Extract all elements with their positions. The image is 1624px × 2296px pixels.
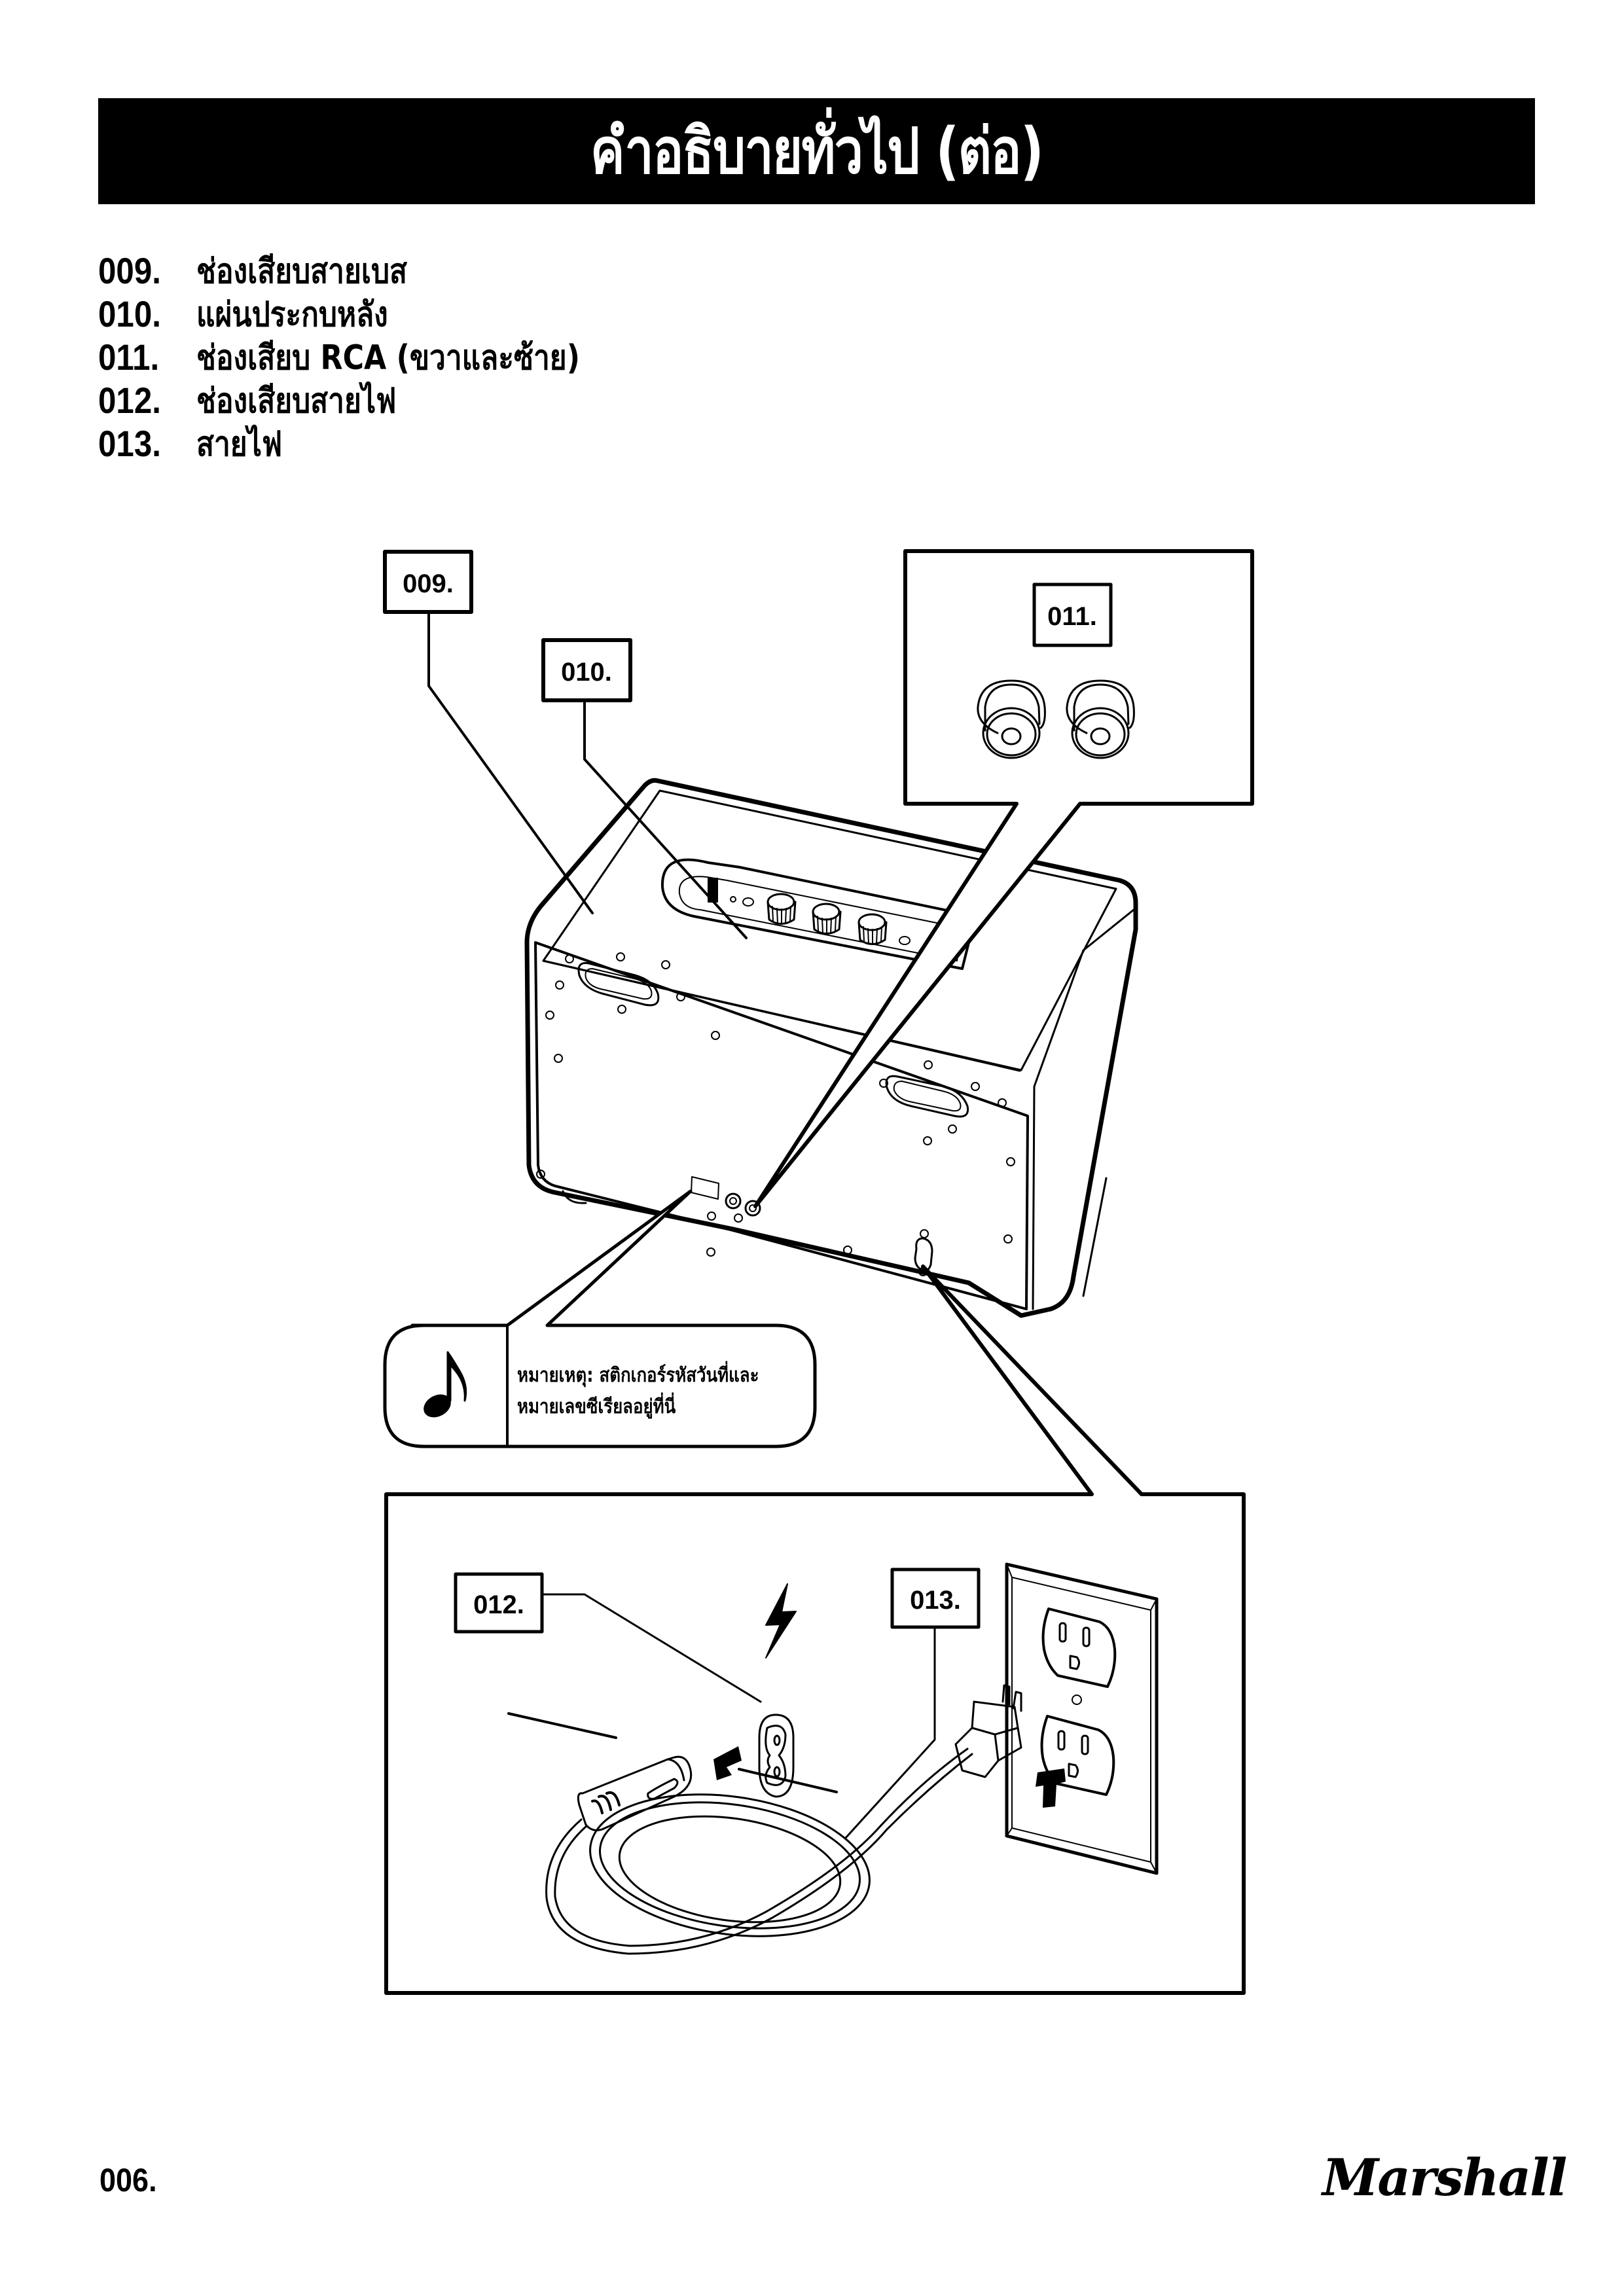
list-item: 012. ช่องเสียบสายไฟ [98,378,647,422]
item-label: ช่องเสียบสายเบส [196,251,408,291]
power-inlet-icon [758,1713,795,1798]
component-list: 009. ช่องเสียบสายเบส 010. แผ่นประกบหลัง … [98,249,647,465]
power-cord [545,1748,973,1955]
item-label: ช่องเสียบ RCA (ขวาและซ้าย) [196,338,580,378]
serial-sticker [691,1176,719,1200]
arrow-into-outlet-icon [1036,1768,1066,1808]
rca-jack-right-icon [977,679,1046,759]
item-number: 011. [98,336,160,378]
wall-outlet-icon [1005,1562,1159,1875]
power-inlet [914,1237,933,1272]
page-title-bar: คำอธิบายทั่วไป (ต่อ) [98,98,1535,204]
list-item: 013. สายไฟ [98,422,647,465]
item-label: ช่องเสียบสายไฟ [196,381,397,421]
indicator-led [730,896,736,903]
volume-knob [767,893,797,925]
brand-logo: Marshall [1322,2148,1567,2208]
list-item: 010. แผ่นประกบหลัง [98,292,647,335]
bass-knob [812,903,842,935]
callout-010: 010. [541,638,748,939]
rca-jacks [725,1193,761,1217]
cabinet-outline [524,778,1138,1318]
music-note-icon [424,1351,467,1418]
callout-power: 012. 013. [384,1265,1246,1995]
bass-port-left [577,961,660,1007]
list-item: 011. ช่องเสียบ RCA (ขวาและซ้าย) [98,335,647,378]
callout-009-label: 009. [403,569,454,598]
note-line-2: หมายเลขซีเรียลอยู่ที่นี่ [517,1395,676,1418]
treble-knob [857,913,888,945]
control-panel [660,858,977,970]
bass-port-right [885,1075,969,1118]
cabinet-top [542,789,1117,1071]
item-label: แผ่นประกบหลัง [196,295,388,334]
speaker-cabinet [524,778,1138,1318]
page-title: คำอธิบายทั่วไป (ต่อ) [590,115,1044,188]
callout-011: 011. [753,549,1254,1208]
item-number: 013. [98,422,161,464]
cabinet-side [1032,908,1135,1310]
back-panel [534,941,1029,1310]
page-number: 006. [99,2162,157,2198]
callout-010-label: 010. [561,658,612,687]
item-number: 010. [98,293,161,334]
source-button [899,936,911,945]
lightning-icon [765,1583,797,1659]
callout-013-label: 013. [910,1586,961,1615]
note-text: หมายเหตุ: สติกเกอร์รหัสวันที่และ หมายเลข… [517,1360,759,1423]
note-line-1: หมายเหตุ: สติกเกอร์รหัสวันที่และ [517,1364,759,1387]
note-callout [383,1189,817,1448]
rca-jack-left-icon [1066,679,1135,759]
callout-012-label: 012. [473,1590,524,1619]
arrow-into-inlet-icon [713,1746,742,1780]
item-number: 009. [98,249,161,291]
item-label: สายไฟ [196,424,283,464]
callout-009: 009. [383,550,594,914]
list-item: 009. ช่องเสียบสายเบส [98,249,647,292]
callout-011-label: 011. [1047,602,1097,631]
cabinet-foot [562,1190,587,1204]
pair-button [742,897,754,906]
cabinet-edge [542,960,1021,1072]
item-number: 012. [98,379,161,421]
